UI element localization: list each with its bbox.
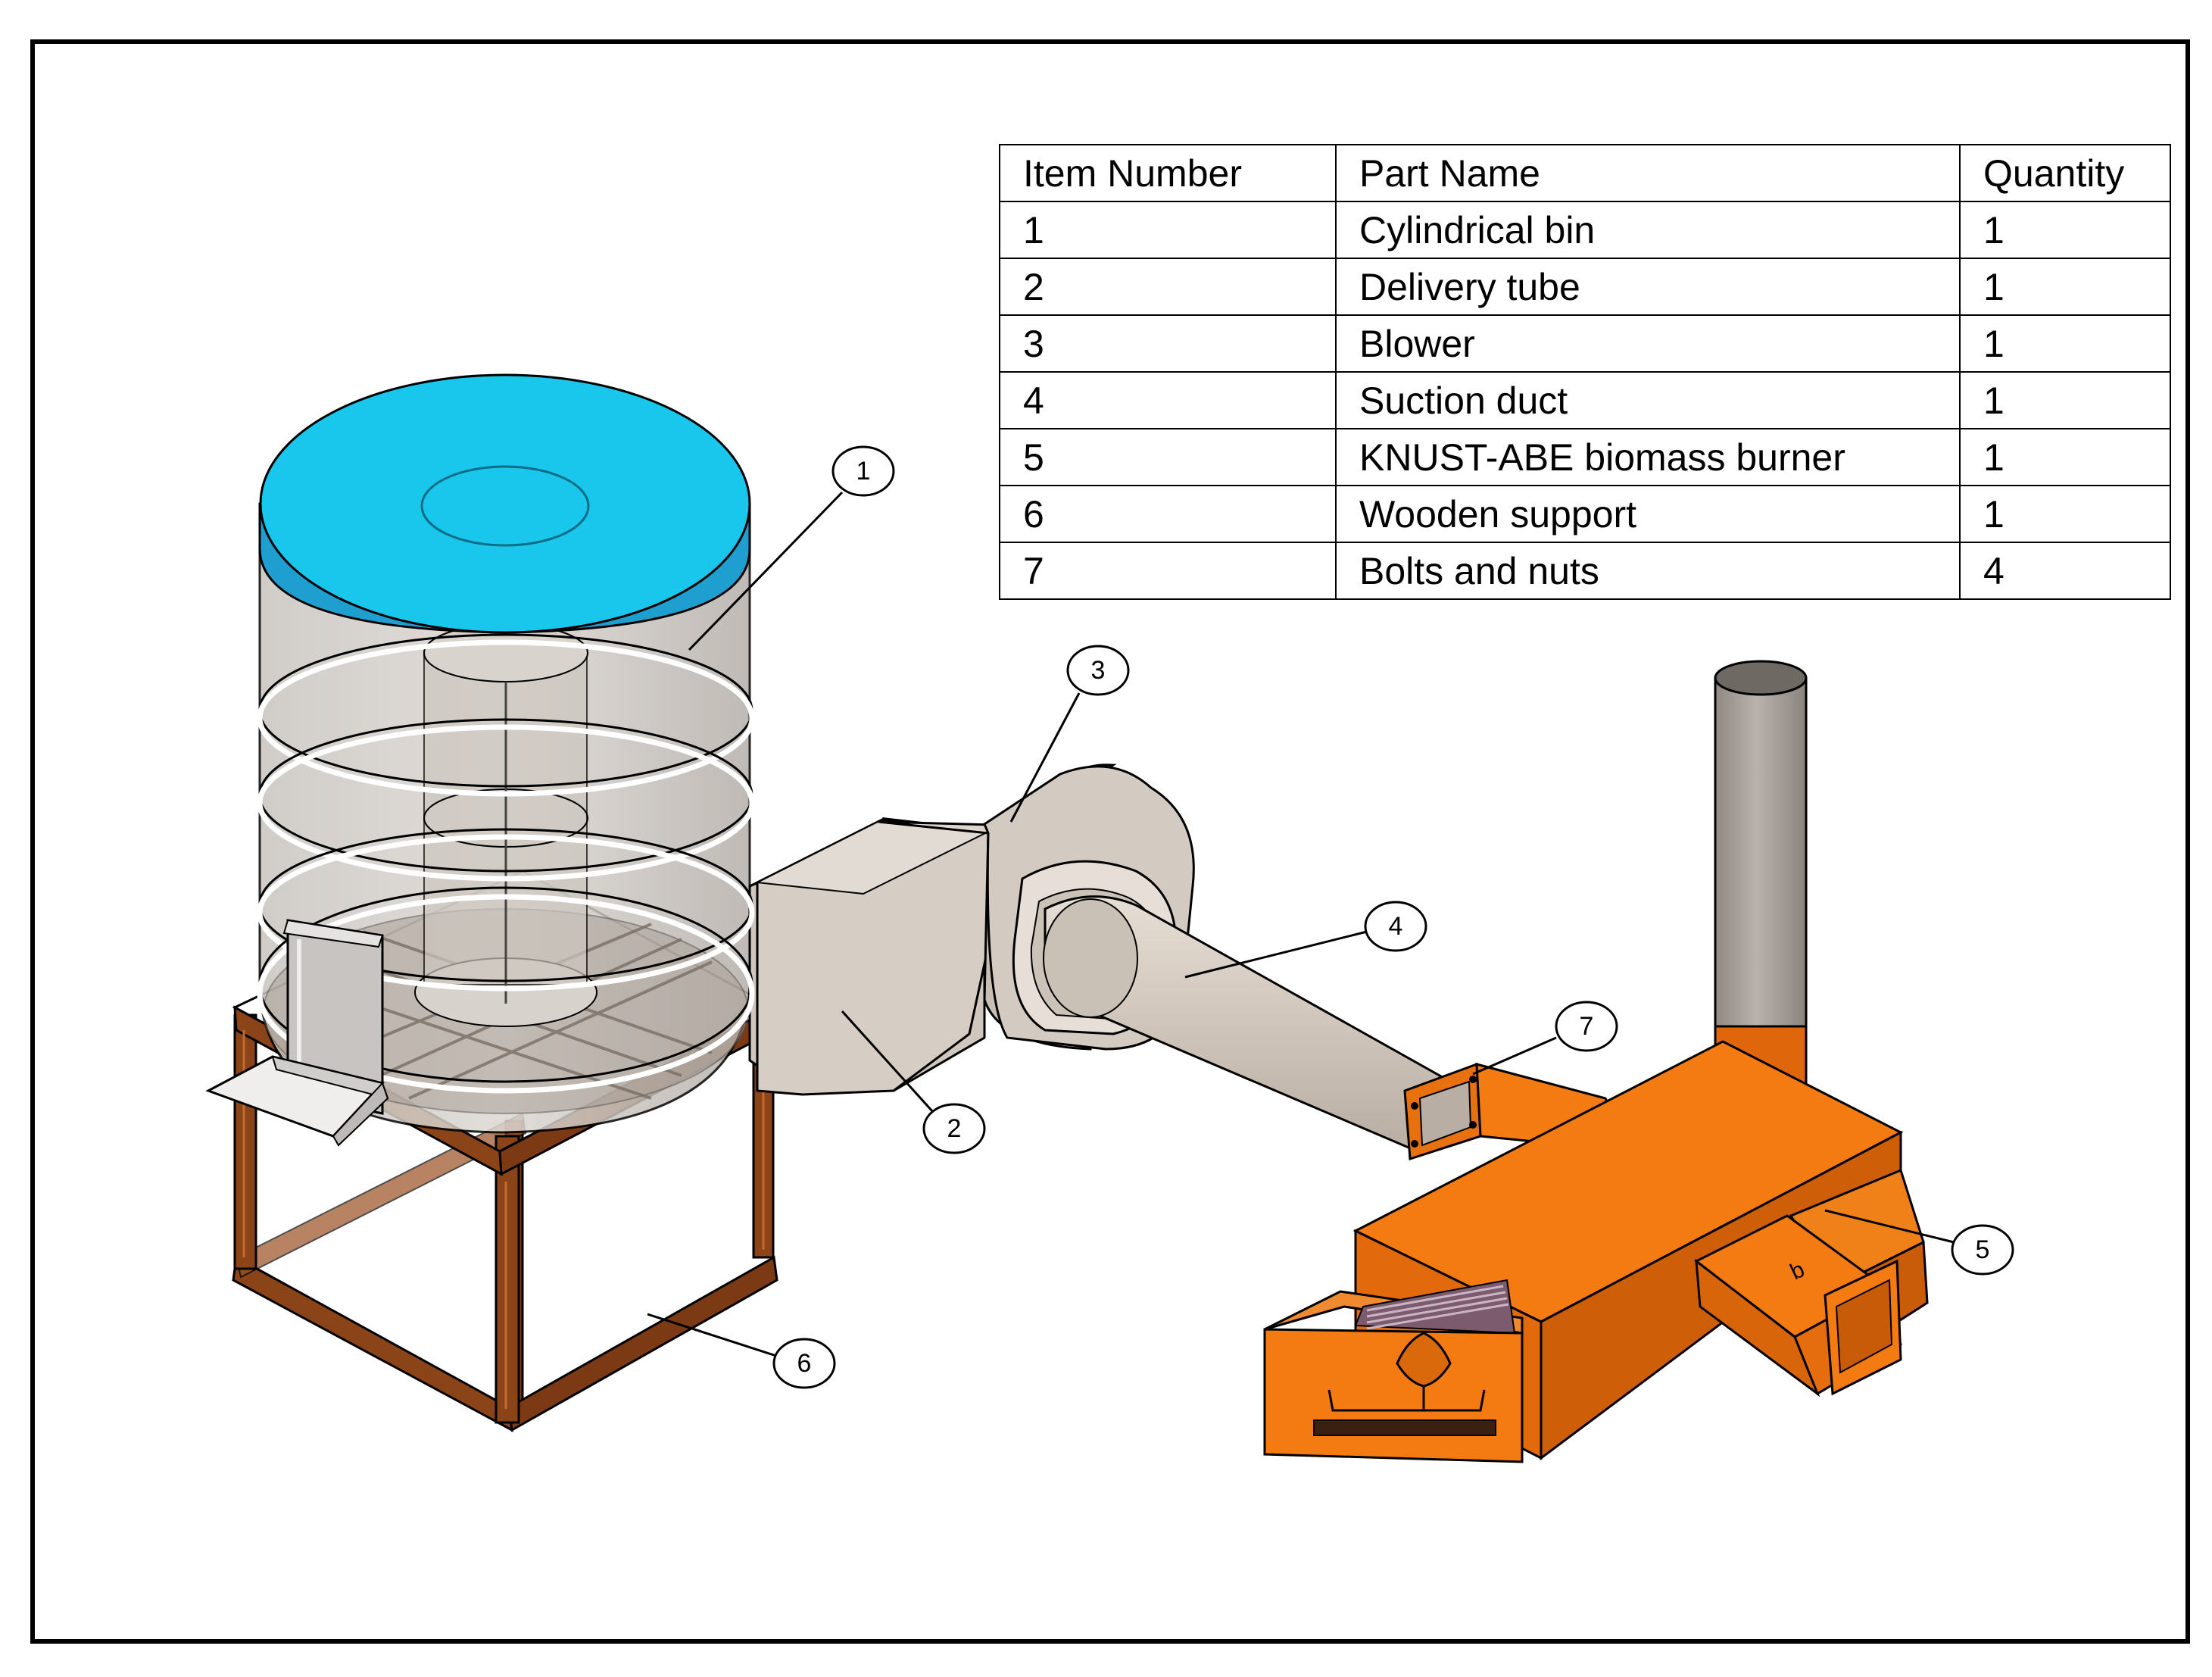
callout-2: 2 [841, 1010, 986, 1154]
item-number-cell: 4 [999, 371, 1337, 429]
item-number-cell: 6 [999, 485, 1337, 543]
delivery-tube [748, 817, 1001, 1096]
header-part-name: Part Name [1335, 144, 1961, 202]
cylindrical-bin [205, 373, 755, 1147]
quantity-cell: 1 [1959, 201, 2171, 259]
callout-label: 7 [1580, 1012, 1594, 1041]
quantity-cell: 1 [1959, 371, 2171, 429]
part-name-cell: KNUST-ABE biomass burner [1335, 428, 1961, 486]
part-name-cell: Bolts and nuts [1335, 542, 1961, 600]
item-number-cell: 2 [999, 258, 1337, 316]
table-row: 6 Wooden support 1 [999, 485, 2171, 543]
quantity-cell: 1 [1959, 428, 2171, 486]
table-row: 7 Bolts and nuts 4 [999, 542, 2171, 600]
part-name-cell: Cylindrical bin [1335, 201, 1961, 259]
parts-list-table: Item Number Part Name Quantity 1 Cylindr… [999, 144, 2171, 600]
callout-label: 2 [947, 1114, 962, 1143]
figure-frame [30, 39, 2190, 1644]
quantity-cell: 1 [1959, 258, 2171, 316]
item-number-cell: 3 [999, 314, 1337, 373]
callout-label: 4 [1389, 912, 1403, 941]
quantity-cell: 1 [1959, 314, 2171, 373]
quantity-cell: 4 [1959, 542, 2171, 600]
quantity-cell: 1 [1959, 485, 2171, 543]
item-number-cell: 7 [999, 542, 1337, 600]
table-header-row: Item Number Part Name Quantity [999, 144, 2171, 202]
callout-label: 6 [797, 1349, 812, 1378]
callout-3: 3 [1009, 645, 1130, 823]
table-row: 1 Cylindrical bin 1 [999, 201, 2171, 259]
callout-label: 5 [1976, 1235, 1990, 1264]
table-row: 4 Suction duct 1 [999, 371, 2171, 429]
header-item-number: Item Number [999, 144, 1337, 202]
table-row: 3 Blower 1 [999, 314, 2171, 373]
part-name-cell: Delivery tube [1335, 258, 1961, 316]
biomass-burner: b [1263, 660, 1929, 1463]
part-name-cell: Suction duct [1335, 371, 1961, 429]
table-row: 5 KNUST-ABE biomass burner 1 [999, 428, 2171, 486]
header-quantity: Quantity [1959, 144, 2171, 202]
callout-label: 3 [1091, 656, 1106, 685]
callout-label: 1 [856, 457, 871, 486]
callout-4: 4 [1184, 901, 1427, 979]
part-name-cell: Wooden support [1335, 485, 1961, 543]
callout-7: 7 [1472, 1001, 1618, 1076]
callout-1: 1 [688, 445, 895, 651]
callout-5: 5 [1824, 1209, 2014, 1276]
callout-6: 6 [647, 1313, 836, 1389]
item-number-cell: 1 [999, 201, 1337, 259]
item-number-cell: 5 [999, 428, 1337, 486]
table-row: 2 Delivery tube 1 [999, 258, 2171, 316]
part-name-cell: Blower [1335, 314, 1961, 373]
